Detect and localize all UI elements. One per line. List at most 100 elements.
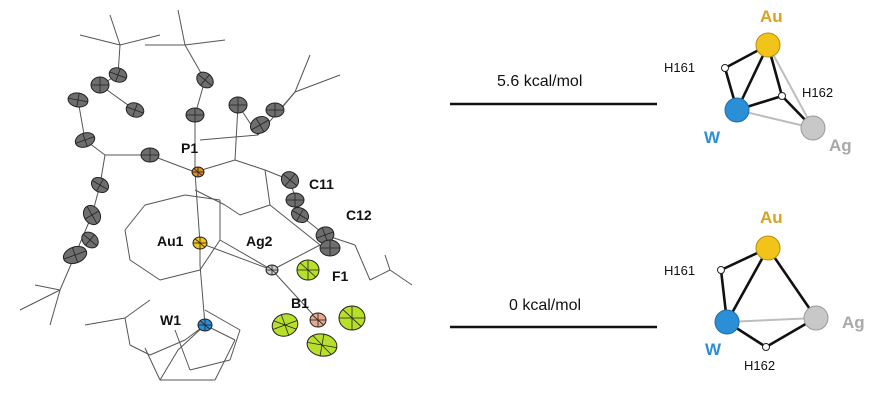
atom-label-au1: Au1 [157,233,184,249]
carbon-atom-4-octant-v [71,247,79,263]
cluster-upper-ag-atom [800,115,826,141]
atom-label-c11: C11 [309,176,334,192]
wire-bond-59 [271,244,321,271]
cluster-upper-w-label: W [704,128,721,147]
cluster-lower-au-atom [755,235,781,261]
cluster-upper-au-label: Au [760,7,783,26]
fluorine-atom-f1 [296,259,320,281]
atom-label-ag2: Ag2 [246,233,273,249]
wire-bond-45 [199,239,221,271]
wire-bond-73 [189,359,231,371]
wire-bond-26 [294,54,311,93]
boron-atom-b1-octant-d [312,314,324,326]
cluster-lower-h161-atom [717,266,725,274]
atom-label-b1: B1 [291,295,309,311]
wire-bond-15 [34,284,61,291]
wire-bond-16 [49,289,61,326]
cluster-diagrams [714,32,829,351]
cluster-upper-ag-label: Ag [829,136,852,155]
cluster-lower-h162-atom [762,343,770,351]
carbon-atom-8-octant-v [132,103,138,117]
cluster-lower-w-label: W [705,340,722,359]
carbon-atom-13-octant-v [255,117,265,133]
carbon-atom-4 [62,245,88,265]
carbon-atom-2-octant-v [96,178,104,192]
cluster-lower [714,235,829,351]
wire-bond-40 [184,194,221,201]
cluster-upper-contact-0 [736,109,814,129]
cluster-upper-h162-label: H162 [802,85,834,100]
fluorine-atom-f2-octant-d [273,320,297,330]
atom-label-f1: F1 [332,268,349,284]
carbon-atom-17 [315,226,335,244]
wire-bond-47 [199,242,273,271]
thermal-ellipsoids [62,67,366,357]
tungsten-atom-w1-octant-d [199,320,211,330]
fluorine-atom-f3-octant-d [312,335,332,355]
wire-bond-76 [271,269,319,321]
fluorine-atom-f2 [271,313,299,337]
wire-bond-57 [384,254,391,271]
phosphorus-atom-p1 [191,166,205,178]
silver-atom-ag2 [265,264,279,276]
carbon-atom-9 [140,147,160,163]
wire-bond-68 [214,339,236,381]
cluster-upper-h161-atom [721,64,729,72]
wire-bond-56 [389,269,413,286]
carbon-atom-3 [82,204,102,226]
wire-bond-54 [354,244,371,281]
wire-bond-44 [159,269,201,281]
wire-bond-33 [264,169,271,206]
wire-bond-30 [234,159,266,171]
carbon-atom-5 [81,231,99,249]
wire-bond-34 [239,204,271,216]
fluorine-atom-f1-octant-d [300,262,316,278]
wire-bond-2 [119,34,161,46]
wire-bond-32 [234,104,239,161]
carbon-atom-15 [280,171,300,189]
cluster-lower-ag-label: Ag [842,313,865,332]
wire-bond-19 [184,39,226,46]
carbon-atom-1 [74,132,96,148]
cluster-upper-h162-atom [778,92,786,100]
wire-bond-41 [124,204,146,231]
atom-label-p1: P1 [181,140,199,156]
carbon-atom-3-octant-v [84,210,100,220]
energy-label-lower: 0 kcal/mol [509,297,582,314]
wire-bond-63 [129,344,151,356]
cluster-lower-au-label: Au [760,208,783,227]
wire-bond-72 [174,329,191,371]
gold-atom-au1-octant-d [194,238,206,248]
wire-bond-70 [159,349,179,381]
phosphorus-atom-p1-octant-d [193,168,203,176]
wire-bond-24 [199,134,259,141]
carbon-atom-10-octant-v [200,74,210,86]
wire-bond-61 [124,299,151,319]
carbon-atom-15-octant-v [284,173,296,187]
carbon-atom-12 [185,107,205,123]
wire-bond-48 [219,239,273,271]
wire-bond-58 [269,204,321,246]
cluster-lower-bond-3 [766,247,818,319]
cluster-upper-h161-label: H161 [664,60,696,75]
tungsten-atom-w1 [197,318,213,332]
cluster-lower-h161-label: H161 [664,263,696,278]
fluorine-atom-f4-octant-d [342,309,362,327]
cluster-upper-w-atom [724,97,750,123]
carbon-atom-0-octant-v [76,93,80,107]
carbon-atom-5-octant-v [85,234,95,246]
wire-bond-42 [124,229,131,261]
carbon-atom-1-octant-v [82,133,88,147]
boron-atom-b1 [309,312,327,328]
atom-label-w1: W1 [160,312,181,328]
wire-bond-75 [204,309,241,331]
wire-bond-1 [79,34,121,46]
carbon-atom-14 [265,102,285,118]
carbon-atom-8 [125,102,145,118]
carbon-atom-19 [285,192,305,208]
wire-bond-14 [19,289,61,311]
energy-level-lines [450,102,657,329]
silver-atom-ag2-octant-d [267,266,277,274]
fluorine-atom-f4 [338,305,366,331]
gold-atom-au1 [192,236,208,250]
